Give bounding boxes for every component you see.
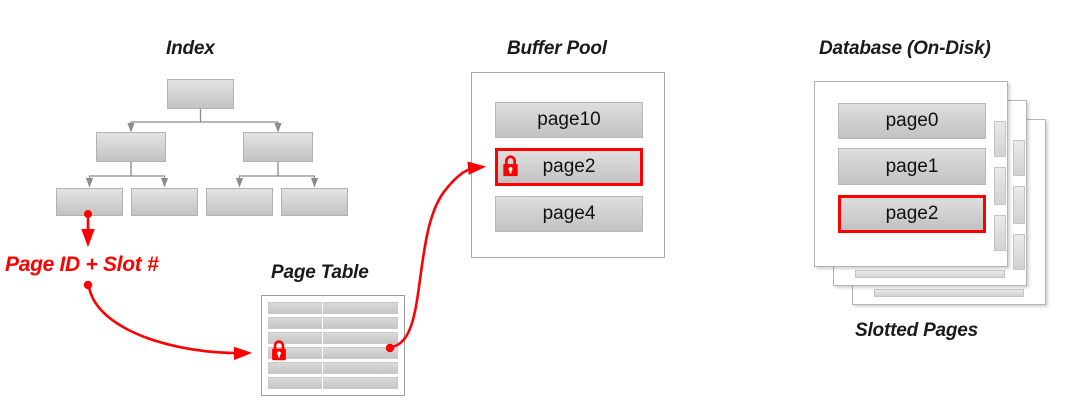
- page-table-row[interactable]: [268, 362, 398, 374]
- database-page-stack-row-back: [1013, 186, 1025, 224]
- slotted-pages-caption: Slotted Pages: [855, 320, 979, 341]
- page-table-row[interactable]: [268, 317, 398, 329]
- arrow-page-id-to-page-table: [83, 280, 253, 361]
- page-table-row-locked[interactable]: [268, 347, 398, 359]
- database-page-stack-row-back: [994, 167, 1006, 205]
- buffer-pool-title: Buffer Pool: [507, 38, 607, 59]
- database-page-stack-row-back: [874, 289, 1024, 297]
- index-node-leaf-1[interactable]: [131, 188, 198, 216]
- index-node-leaf-3[interactable]: [281, 188, 348, 216]
- database-page-page2[interactable]: page2: [838, 195, 986, 233]
- index-node-leaf-0[interactable]: [56, 188, 123, 216]
- buffer-pool-frame-page4[interactable]: page4: [495, 196, 643, 232]
- page-id-slot-label: Page ID + Slot #: [5, 253, 159, 276]
- buffer-pool-frame-page2[interactable]: page2: [495, 148, 643, 186]
- database-page-page1[interactable]: page1: [838, 148, 986, 185]
- database-page-page0[interactable]: page0: [838, 103, 986, 139]
- database-page-stack-row-back: [1013, 140, 1025, 176]
- lock-icon: [500, 155, 521, 179]
- database-page-stack-row-back: [994, 215, 1006, 251]
- page-table-column-divider: [322, 302, 323, 389]
- database-page-stack-row-back: [994, 121, 1006, 157]
- page-table-row[interactable]: [268, 302, 398, 314]
- buffer-pool-frame-page10[interactable]: page10: [495, 102, 643, 138]
- index-node-internal-1[interactable]: [243, 132, 313, 162]
- index-node-internal-0[interactable]: [96, 132, 166, 162]
- index-node-root[interactable]: [167, 79, 234, 109]
- page-table-title: Page Table: [271, 262, 369, 283]
- database-page-stack-row-back: [855, 270, 1005, 278]
- database-page-stack-row-back: [1013, 234, 1025, 270]
- index-node-leaf-2[interactable]: [206, 188, 273, 216]
- lock-icon: [269, 340, 289, 363]
- page-table-row[interactable]: [268, 377, 398, 389]
- database-title: Database (On-Disk): [819, 38, 991, 59]
- index-title: Index: [166, 38, 215, 59]
